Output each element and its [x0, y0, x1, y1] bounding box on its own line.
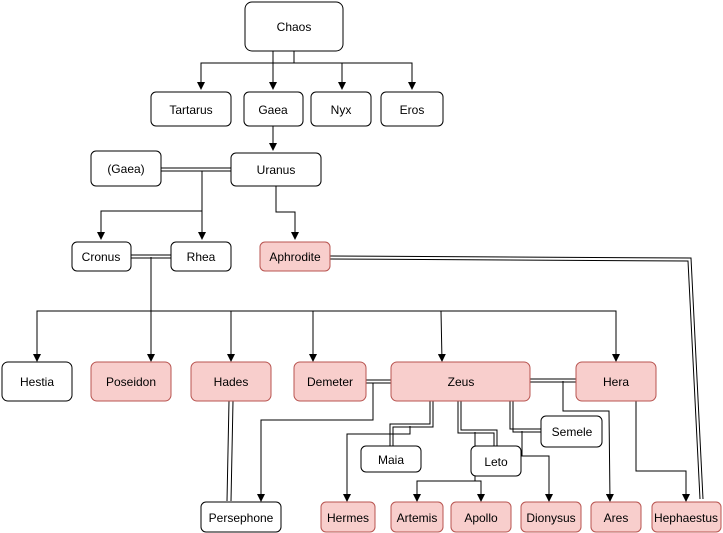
edge-children-hestia [33, 310, 151, 362]
node-demeter-label: Demeter [307, 375, 353, 389]
node-ares-label: Ares [604, 511, 629, 525]
edge-zeus-persephone [257, 383, 374, 502]
edge-children-demeter [231, 310, 317, 362]
edge-chaos-tartarus [197, 51, 295, 90]
node-leto-label: Leto [484, 455, 508, 469]
node-demeter[interactable]: Demeter [293, 361, 367, 402]
node-gaea-label: Gaea [258, 103, 288, 117]
node-maia-label: Maia [378, 453, 404, 467]
node-rhea[interactable]: Rhea [170, 241, 232, 272]
node-aphrodite-label: Aphrodite [269, 250, 321, 264]
marriage-demeter-zeus [366, 379, 391, 384]
node-ares[interactable]: Ares [590, 501, 642, 533]
node-dionysus-label: Dionysus [526, 511, 575, 525]
node-persephone[interactable]: Persephone [200, 501, 282, 533]
node-poseidon-label: Poseidon [106, 375, 156, 389]
node-maia[interactable]: Maia [360, 445, 422, 473]
node-leto[interactable]: Leto [470, 445, 522, 477]
node-tartarus-label: Tartarus [169, 103, 212, 117]
edge-chaos-nyx [294, 62, 346, 90]
node-cronus-label: Cronus [82, 250, 121, 264]
edges [33, 51, 704, 502]
node-hermes-label: Hermes [327, 511, 369, 525]
edge-uranus-aphrodite [275, 186, 299, 240]
node-tartarus[interactable]: Tartarus [150, 91, 232, 127]
node-apollo[interactable]: Apollo [450, 501, 512, 533]
node-eros-label: Eros [400, 103, 425, 117]
marriage-aphrodite-hephaestus [329, 255, 704, 500]
node-hestia-label: Hestia [20, 375, 54, 389]
node-uranus[interactable]: Uranus [230, 152, 322, 187]
node-semele[interactable]: Semele [540, 415, 603, 448]
node-gaea-paren-label: (Gaea) [107, 162, 144, 176]
edge-leto-apollo [475, 480, 485, 502]
node-chaos-label: Chaos [277, 20, 312, 34]
node-gaea-paren[interactable]: (Gaea) [90, 150, 162, 187]
node-chaos[interactable]: Chaos [244, 1, 344, 52]
node-poseidon[interactable]: Poseidon [90, 361, 172, 402]
edge-chaos-eros [342, 62, 416, 90]
node-nyx[interactable]: Nyx [310, 91, 372, 127]
edge-semele-dionysus [521, 431, 553, 502]
edge-uranus-cronus [97, 210, 202, 240]
node-hera[interactable]: Hera [575, 361, 657, 402]
marriage-gaea-uranus [161, 167, 231, 172]
edge-hera-hephaestus [635, 401, 690, 502]
edge-children-hera [441, 310, 620, 362]
edge-maia-hermes [343, 426, 411, 502]
node-cronus[interactable]: Cronus [71, 241, 132, 272]
node-gaea[interactable]: Gaea [243, 91, 304, 127]
node-artemis-label: Artemis [397, 511, 438, 525]
node-uranus-label: Uranus [257, 163, 296, 177]
node-persephone-label: Persephone [209, 511, 274, 525]
node-hephaestus-label: Hephaestus [654, 511, 718, 525]
edge-leto-artemis [413, 480, 475, 502]
node-hephaestus[interactable]: Hephaestus [651, 501, 722, 533]
node-nyx-label: Nyx [331, 103, 352, 117]
marriage-zeus-semele [509, 401, 541, 433]
edge-children-hades [151, 310, 235, 362]
edge-zeusHera-ares [562, 381, 614, 502]
node-hestia[interactable]: Hestia [1, 361, 73, 402]
node-dionysus[interactable]: Dionysus [520, 501, 582, 533]
marriage-hades-persephone [226, 400, 234, 502]
node-hera-label: Hera [603, 375, 629, 389]
node-zeus-label: Zeus [448, 375, 475, 389]
marriage-zeus-leto [457, 401, 498, 446]
marriage-zeus-maia [389, 401, 434, 446]
node-eros[interactable]: Eros [380, 91, 444, 127]
node-hades-label: Hades [214, 375, 249, 389]
node-aphrodite[interactable]: Aphrodite [259, 241, 331, 272]
marriage-zeus-hera [530, 378, 576, 383]
node-rhea-label: Rhea [187, 250, 216, 264]
node-apollo-label: Apollo [464, 511, 498, 525]
edge-children-zeus [313, 310, 446, 362]
node-hermes[interactable]: Hermes [320, 501, 376, 533]
node-hades[interactable]: Hades [190, 361, 272, 402]
node-artemis[interactable]: Artemis [390, 501, 444, 533]
node-zeus[interactable]: Zeus [390, 361, 531, 402]
node-semele-label: Semele [552, 425, 593, 439]
